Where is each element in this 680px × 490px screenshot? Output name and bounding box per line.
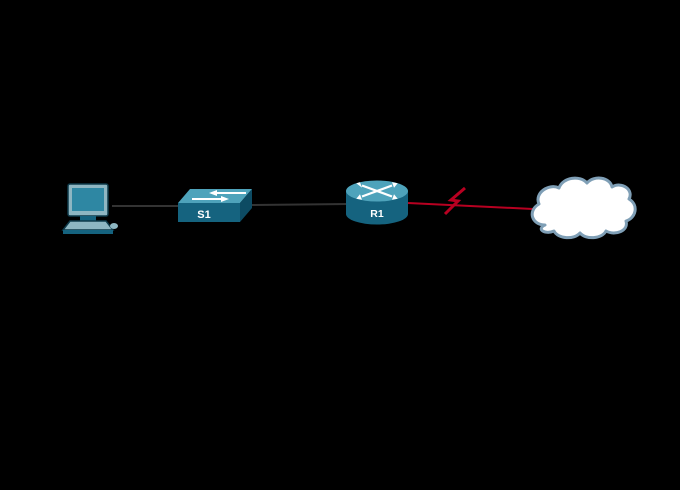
- ethernet-link-s1-r1: [249, 203, 349, 206]
- switch-label: S1: [197, 209, 210, 221]
- router-label: R1: [370, 208, 384, 220]
- lightning-bolt-icon: [443, 186, 466, 216]
- switch-front-face: [178, 203, 240, 222]
- serial-link-r1-cloud: [407, 202, 534, 210]
- pc-mouse: [110, 223, 118, 229]
- router-arrows-icon: [356, 182, 398, 200]
- pc-keyboard-front: [63, 230, 113, 234]
- router-icon: R1: [346, 180, 408, 225]
- pc-keyboard: [61, 220, 115, 231]
- pc-screen: [72, 188, 104, 211]
- pc-stand: [80, 216, 96, 221]
- switch-icon: S1: [178, 189, 252, 222]
- switch-side-face: [240, 189, 252, 222]
- switch-arrows-icon: [192, 190, 246, 202]
- cloud-icon: [530, 176, 637, 240]
- pc-icon: [61, 183, 118, 234]
- cloud-shape: [530, 176, 637, 240]
